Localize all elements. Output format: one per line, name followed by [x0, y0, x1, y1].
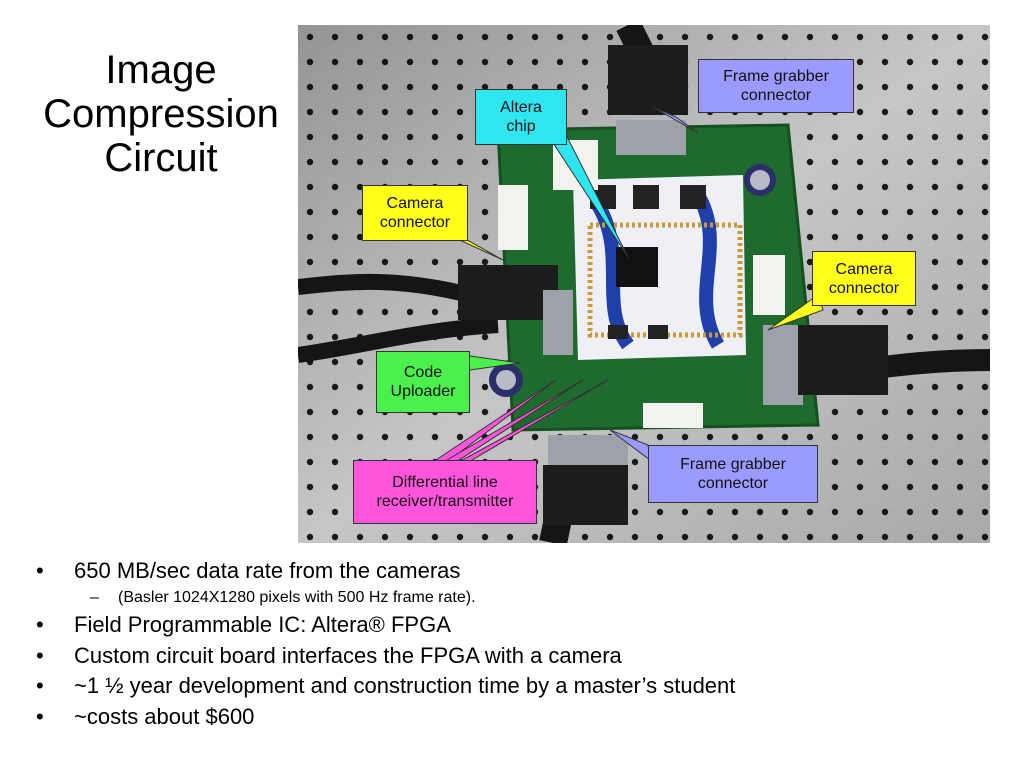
callout-text: Uploader [390, 383, 456, 400]
bullet-marker: • [36, 558, 44, 583]
callout-text: connector [379, 214, 451, 231]
bullet-text: Field Programmable IC: Altera® FPGA [74, 612, 451, 637]
sub-bullet-marker: – [90, 589, 99, 606]
callout-text: Camera [386, 195, 444, 212]
callout-text: connector [740, 87, 812, 104]
callout-text: Altera [500, 99, 542, 116]
title-line: Compression [43, 92, 279, 136]
callout-camera-right: Camera connector [812, 251, 916, 306]
sub-bullet-text: (Basler 1024X1280 pixels with 500 Hz fra… [118, 589, 476, 606]
callout-text: connector [697, 475, 769, 492]
bullet-marker: • [36, 643, 44, 668]
bullet-text: 650 MB/sec data rate from the cameras [74, 558, 461, 583]
slide-title: Image Compression Circuit [6, 48, 316, 180]
callout-text: chip [506, 118, 536, 135]
callout-frame-grabber-top: Frame grabber connector [698, 59, 854, 113]
callout-text: Frame grabber [723, 68, 829, 85]
title-line: Image [105, 48, 217, 92]
title-line: Circuit [104, 136, 218, 180]
bullet-marker: • [36, 704, 44, 729]
callout-differential-line: Differential line receiver/transmitter [353, 460, 537, 524]
bullet-marker: • [36, 673, 44, 698]
bullet-text: Custom circuit board interfaces the FPGA… [74, 643, 622, 668]
bullet-text: ~1 ½ year development and construction t… [74, 673, 736, 698]
callout-text: Frame grabber [680, 456, 786, 473]
callout-text: receiver/transmitter [376, 493, 514, 510]
callout-text: Camera [835, 260, 893, 278]
callout-text: Differential line [392, 474, 498, 491]
callout-altera-chip: Altera chip [475, 89, 567, 145]
bullet-text: ~costs about $600 [74, 704, 255, 729]
callout-text: connector [828, 279, 900, 297]
callout-camera-left: Camera connector [362, 185, 468, 241]
bullet-marker: • [36, 612, 44, 637]
circuit-photo: Altera chip Frame grabber connector Came… [298, 25, 990, 543]
callout-code-uploader: Code Uploader [376, 351, 470, 413]
callout-frame-grabber-bottom: Frame grabber connector [648, 445, 818, 503]
callout-text: Code [403, 364, 443, 381]
